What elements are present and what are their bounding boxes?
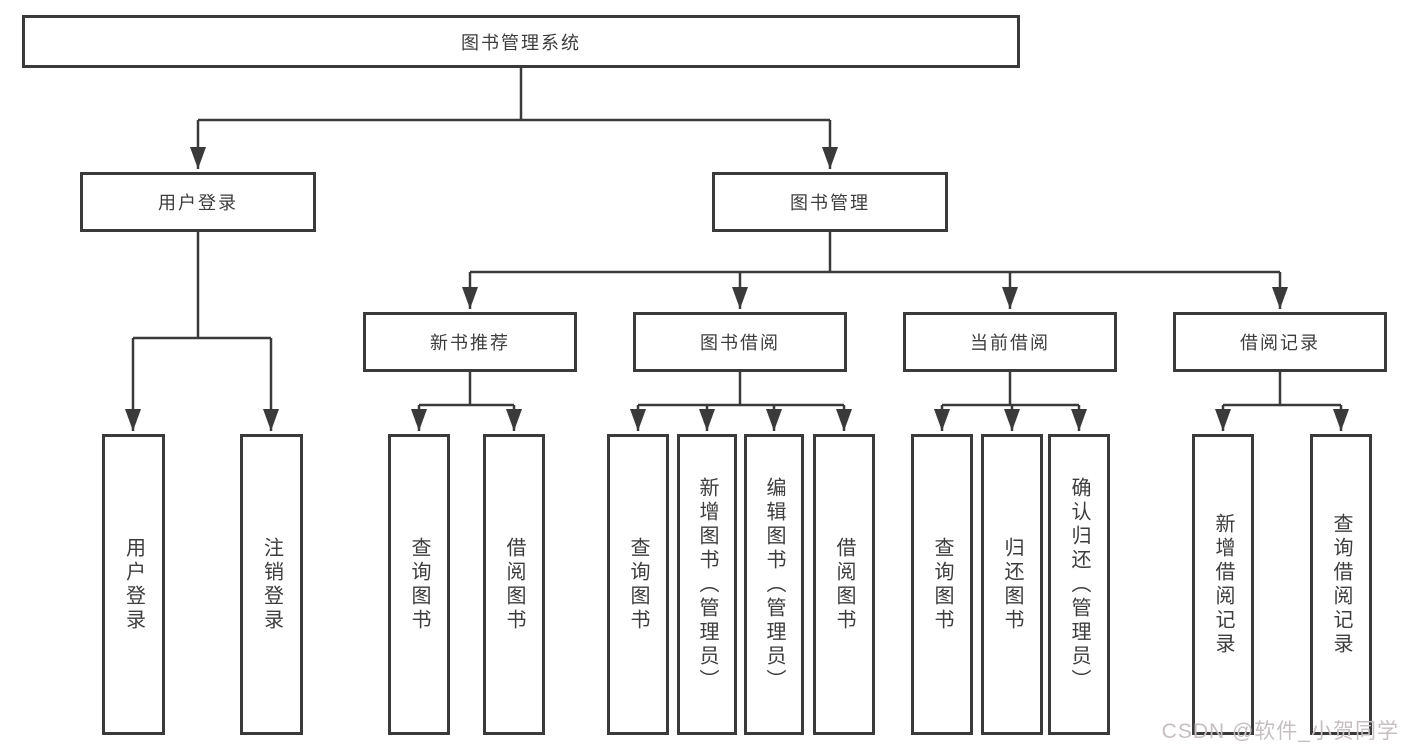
connector-book-borrow	[638, 372, 844, 407]
connector-root	[198, 68, 830, 122]
connector-book-management	[470, 232, 1280, 274]
node-book-borrow: 图书借阅	[633, 312, 847, 372]
leaf-borrow-books-recommend: 借阅图书	[483, 434, 545, 735]
leaf-user-login: 用户登录	[102, 434, 165, 735]
leaf-query-books-borrow: 查询图书	[607, 434, 669, 735]
leaf-confirm-return-admin: 确认归还（管理员）	[1048, 434, 1110, 735]
node-new-book-recommend: 新书推荐	[363, 312, 577, 372]
leaf-query-books-recommend: 查询图书	[388, 434, 450, 735]
node-book-management: 图书管理	[712, 172, 948, 232]
leaf-borrow-books: 借阅图书	[813, 434, 875, 735]
node-borrow-records: 借阅记录	[1173, 312, 1387, 372]
node-root-library-system: 图书管理系统	[22, 15, 1020, 68]
leaf-query-books-current: 查询图书	[911, 434, 973, 735]
connector-borrow-records	[1223, 372, 1341, 407]
leaf-add-borrow-record: 新增借阅记录	[1192, 434, 1254, 735]
connector-new-book	[419, 372, 514, 407]
connector-user-login	[133, 232, 271, 340]
leaf-logout: 注销登录	[240, 434, 303, 735]
node-user-login: 用户登录	[80, 172, 316, 232]
leaf-return-books: 归还图书	[981, 434, 1043, 735]
csdn-watermark: CSDN @软件_小贺同学	[1161, 720, 1399, 743]
leaf-add-books-admin: 新增图书（管理员）	[677, 434, 737, 735]
connector-current-borrow	[942, 372, 1079, 407]
node-current-borrow: 当前借阅	[903, 312, 1117, 372]
leaf-query-borrow-record: 查询借阅记录	[1310, 434, 1372, 735]
leaf-edit-books-admin: 编辑图书（管理员）	[744, 434, 804, 735]
